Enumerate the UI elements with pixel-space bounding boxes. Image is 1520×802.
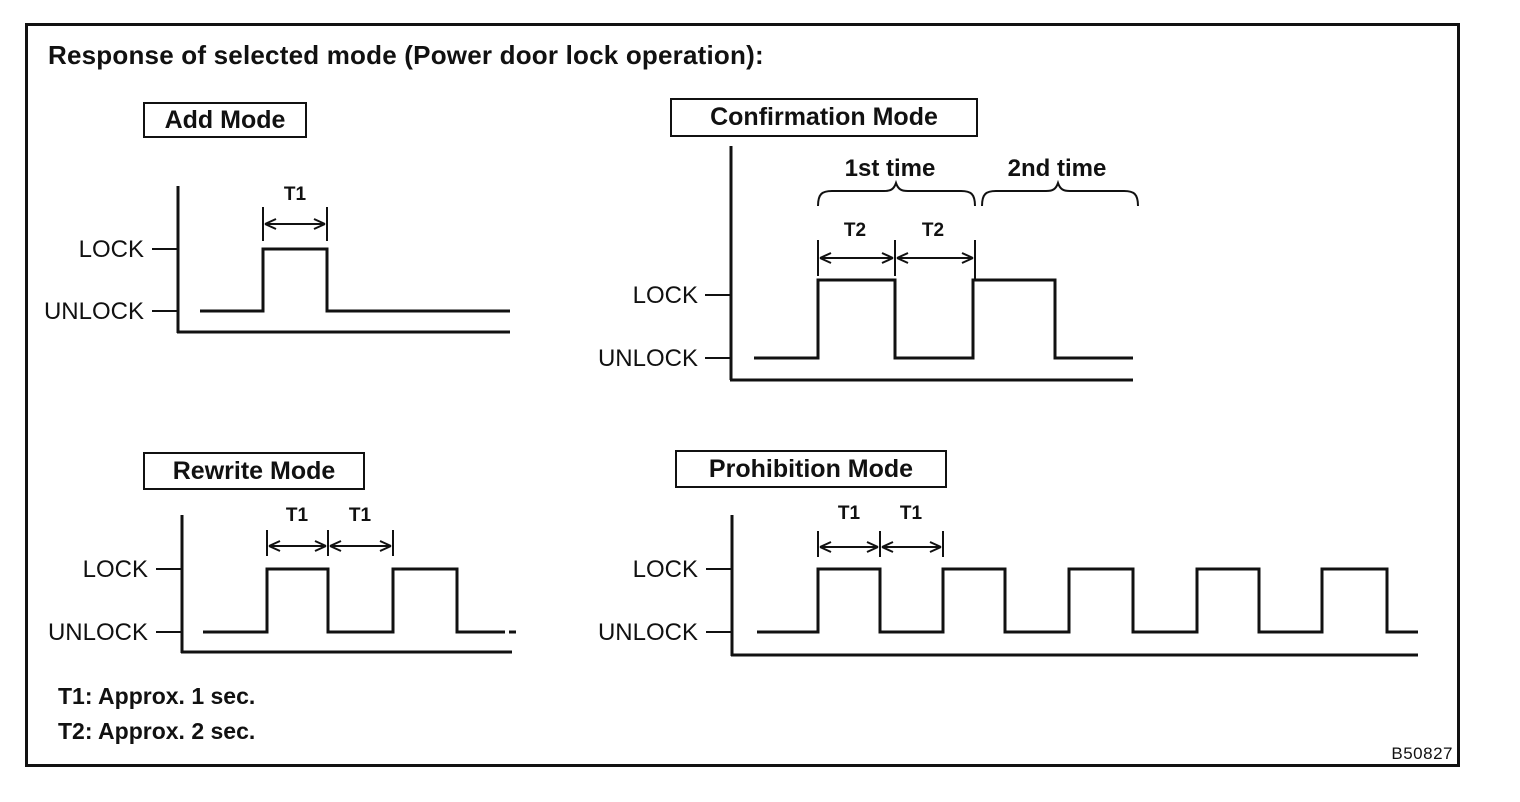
confirmation-lock-label: LOCK [633,282,698,309]
add-mode-title-box: Add Mode [143,102,307,138]
note-t2-duration: T2: Approx. 2 sec. [58,718,256,744]
prohibition-t1-label-1: T1 [838,503,861,524]
rewrite-t1-dimension-arrow-1 [268,540,327,552]
rewrite-t1-label-1: T1 [286,505,309,526]
figure-title: Response of selected mode (Power door lo… [48,40,764,70]
confirmation-t2-label-1: T2 [844,220,866,241]
figure-border-frame [25,23,1460,767]
add-unlock-label: UNLOCK [44,298,144,325]
rewrite-mode-diagram: LOCK UNLOCK T1 T1 [48,505,516,654]
confirmation-waveform [754,278,1133,360]
prohibition-mode-label: Prohibition Mode [708,454,914,483]
prohibition-mode-diagram: LOCK UNLOCK T1 T1 [598,503,1418,657]
prohibition-lock-label: LOCK [633,556,698,583]
add-t1-label: T1 [284,184,307,205]
confirmation-mode-title-box: Confirmation Mode [670,98,978,137]
second-time-label: 2nd time [1008,155,1107,182]
confirmation-t2-extension-ticks [817,240,976,281]
confirmation-mode-diagram: LOCK UNLOCK T2 T2 1st time 2nd time [598,146,1139,382]
confirmation-t2-label-2: T2 [922,220,944,241]
rewrite-t1-dimension-arrow-2 [329,540,392,552]
second-time-brace [981,179,1139,207]
add-t1-dimension-arrow [264,218,326,230]
add-lock-label: LOCK [79,236,144,263]
prohibition-waveform [757,567,1418,634]
add-mode-label: Add Mode [164,105,286,134]
prohibition-unlock-label: UNLOCK [598,619,698,646]
rewrite-mode-label: Rewrite Mode [172,456,336,485]
rewrite-t1-label-2: T1 [349,505,372,526]
rewrite-lock-label: LOCK [83,556,148,583]
confirmation-unlock-label: UNLOCK [598,345,698,372]
prohibition-t1-extension-ticks [817,531,944,557]
prohibition-t1-dimension-arrow-2 [881,541,942,553]
first-time-label: 1st time [845,155,936,182]
prohibition-t1-dimension-arrow-1 [819,541,879,553]
add-waveform [200,247,510,313]
rewrite-t1-extension-ticks [266,530,394,556]
add-t1-extension-ticks [262,207,328,241]
rewrite-mode-title-box: Rewrite Mode [143,452,365,490]
prohibition-t1-label-2: T1 [900,503,923,524]
rewrite-waveform [203,567,516,634]
prohibition-mode-title-box: Prohibition Mode [675,450,947,488]
note-t1-duration: T1: Approx. 1 sec. [58,683,256,709]
rewrite-unlock-label: UNLOCK [48,619,148,646]
confirmation-mode-label: Confirmation Mode [710,103,938,131]
confirmation-t2-dimension-arrow-1 [819,252,894,264]
add-mode-diagram: LOCK UNLOCK T1 [44,184,510,334]
confirmation-t2-dimension-arrow-2 [896,252,974,264]
figure-code: B50827 [1391,744,1453,763]
first-time-brace [817,179,976,207]
